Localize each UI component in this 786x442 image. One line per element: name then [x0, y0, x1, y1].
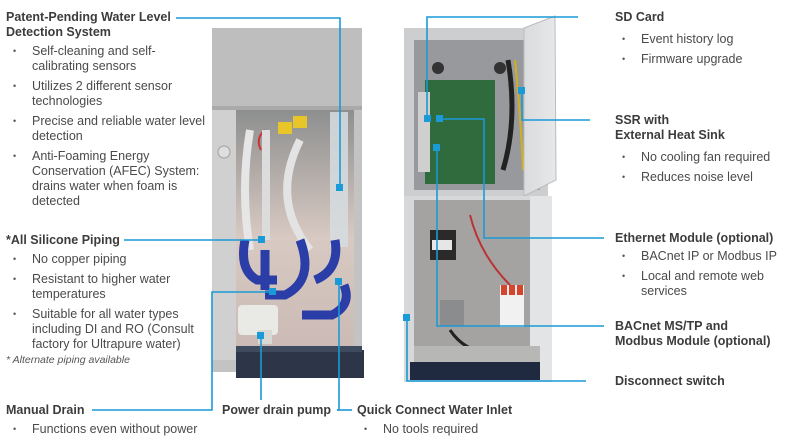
bullet-item: Suitable for all water types including D…: [6, 307, 206, 352]
callout-title: SSR with External Heat Sink: [615, 113, 785, 143]
bullet-item: Self-cleaning and self-calibrating senso…: [6, 44, 206, 74]
bullet-item: Reduces noise level: [615, 170, 785, 185]
callout-water-level-detection: Patent-Pending Water Level Detection Sys…: [6, 10, 206, 214]
callout-power-drain-pump: Power drain pump: [222, 403, 331, 418]
bullet-item: Resistant to higher water temperatures: [6, 272, 206, 302]
callout-title: SD Card: [615, 10, 665, 24]
callout-manual-drain: Manual Drain Functions even without powe…: [6, 403, 226, 442]
title-line: BACnet MS/TP and: [615, 319, 728, 333]
bullet-list: No copper piping Resistant to higher wat…: [6, 252, 206, 352]
callout-silicone-piping: *All Silicone Piping No copper piping Re…: [6, 233, 206, 366]
bullet-list: No tools required: [357, 422, 577, 437]
bullet-item: Firmware upgrade: [615, 52, 785, 67]
bullet-item: Functions even without power: [6, 422, 226, 437]
bullet-item: No cooling fan required: [615, 150, 785, 165]
title-line: Patent-Pending Water Level: [6, 10, 171, 24]
bullet-item: No copper piping: [6, 252, 206, 267]
bullet-list: Functions even without power: [6, 422, 226, 437]
bullet-item: Utilizes 2 different sensor technologies: [6, 79, 206, 109]
callout-quick-connect-water-inlet: Quick Connect Water Inlet No tools requi…: [357, 403, 577, 442]
callout-bacnet-modbus-module: BACnet MS/TP and Modbus Module (optional…: [615, 319, 785, 349]
title-line: External Heat Sink: [615, 128, 725, 142]
callout-title: Ethernet Module (optional): [615, 231, 774, 245]
bullet-list: No cooling fan required Reduces noise le…: [615, 150, 785, 185]
bullet-item: Anti-Foaming Energy Conservation (AFEC) …: [6, 149, 206, 209]
callout-title: Power drain pump: [222, 403, 332, 417]
callout-ethernet-module: Ethernet Module (optional) BACnet IP or …: [615, 231, 785, 304]
bullet-item: BACnet IP or Modbus IP: [615, 249, 785, 264]
bullet-list: BACnet IP or Modbus IP Local and remote …: [615, 249, 785, 299]
left-unit-photo: [212, 28, 364, 378]
callout-title: *All Silicone Piping: [6, 233, 120, 247]
right-unit-photo: [404, 15, 557, 382]
callout-title: Manual Drain: [6, 403, 85, 417]
title-line: Modbus Module (optional): [615, 334, 771, 348]
bullet-list: Self-cleaning and self-calibrating senso…: [6, 44, 206, 209]
callout-title: Quick Connect Water Inlet: [357, 403, 513, 417]
callout-disconnect-switch: Disconnect switch: [615, 374, 785, 389]
bullet-item: Local and remote web services: [615, 269, 785, 299]
title-line: SSR with: [615, 113, 670, 127]
callout-title: Patent-Pending Water Level Detection Sys…: [6, 10, 206, 40]
callout-ssr-heat-sink: SSR with External Heat Sink No cooling f…: [615, 113, 785, 190]
footnote: * Alternate piping available: [6, 354, 130, 366]
bullet-item: Precise and reliable water level detecti…: [6, 114, 206, 144]
callout-title: Disconnect switch: [615, 374, 725, 388]
connector-lines: [92, 16, 604, 411]
title-line: Detection System: [6, 25, 111, 39]
bullet-list: Event history log Firmware upgrade: [615, 32, 785, 67]
bullet-item: No tools required: [357, 422, 577, 437]
callout-sd-card: SD Card Event history log Firmware upgra…: [615, 10, 785, 72]
callout-title: BACnet MS/TP and Modbus Module (optional…: [615, 319, 785, 349]
bullet-item: Event history log: [615, 32, 785, 47]
